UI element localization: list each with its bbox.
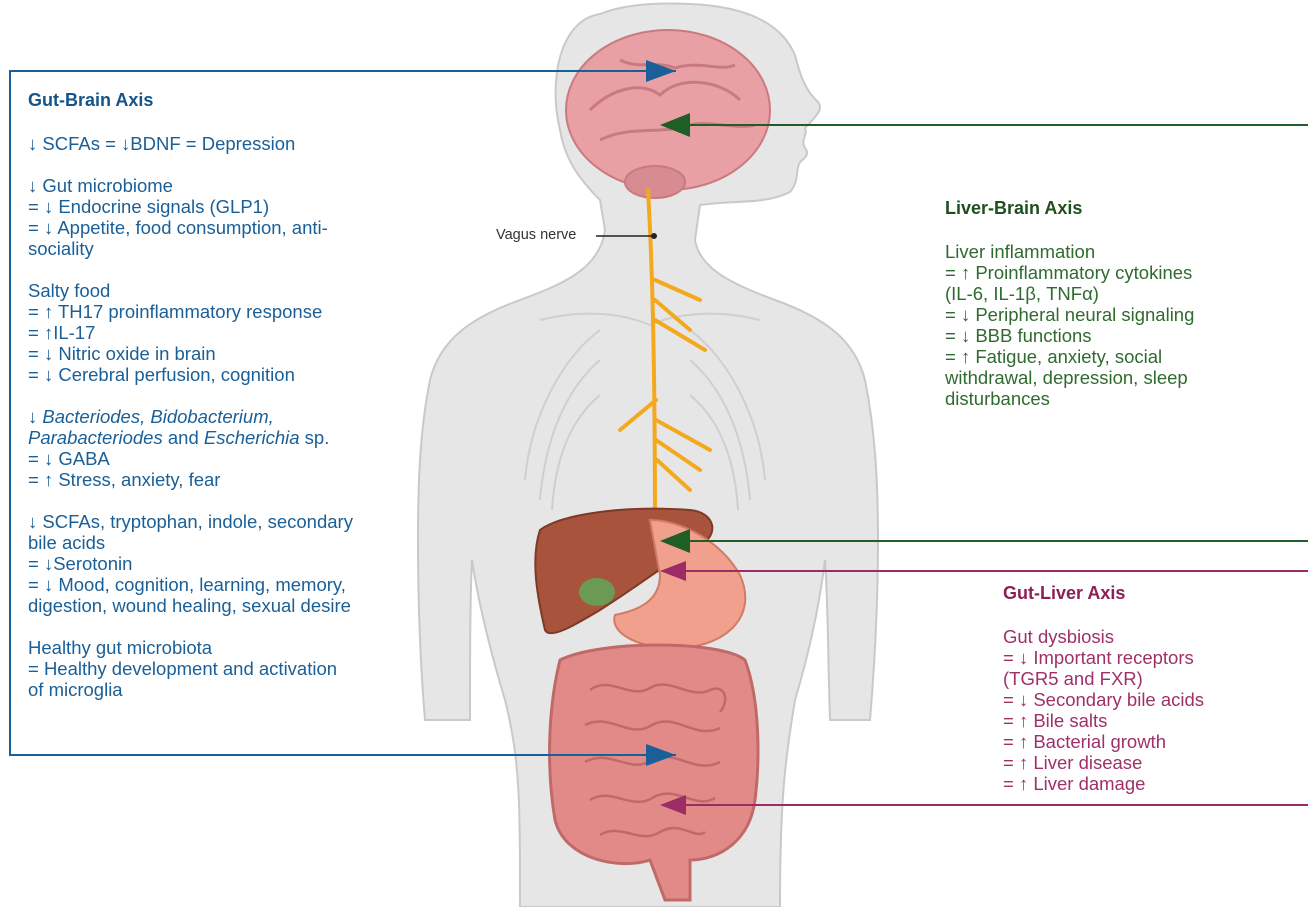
bacteria-block: ↓ Bacteriodes, Bidobacterium, Parabacter… [28, 406, 353, 490]
microbiome-block: ↓ Gut microbiome = ↓ Endocrine signals (… [28, 175, 353, 259]
gl-line: (TGR5 and FXR) [1003, 668, 1204, 689]
gb-line: bile acids [28, 532, 353, 553]
gb-line: = ↓ Endocrine signals (GLP1) [28, 196, 353, 217]
gb-line: digestion, wound healing, sexual desire [28, 595, 353, 616]
lb-line: = ↑ Proinflammatory cytokines [945, 262, 1194, 283]
gut-liver-block: Gut dysbiosis = ↓ Important receptors (T… [1003, 626, 1204, 794]
gb-line: Salty food [28, 280, 353, 301]
lb-line: withdrawal, depression, sleep [945, 367, 1194, 388]
lb-line: = ↓ Peripheral neural signaling [945, 304, 1194, 325]
liver-brain-block: Liver inflammation = ↑ Proinflammatory c… [945, 241, 1194, 409]
gl-line: = ↓ Secondary bile acids [1003, 689, 1204, 710]
gb-line: = ↓ Nitric oxide in brain [28, 343, 353, 364]
lb-line: = ↑ Fatigue, anxiety, social [945, 346, 1194, 367]
gb-line: of microglia [28, 679, 353, 700]
gb-line: ↓ Bacteriodes, Bidobacterium, [28, 406, 353, 427]
gut-liver-title: Gut-Liver Axis [1003, 583, 1204, 604]
gb-line: ↓ SCFAs = ↓BDNF = Depression [28, 133, 353, 154]
lb-line: (IL-6, IL-1β, TNFα) [945, 283, 1194, 304]
gl-line: = ↑ Bacterial growth [1003, 731, 1204, 752]
gb-line: Healthy gut microbiota [28, 637, 353, 658]
gl-line: = ↑ Bile salts [1003, 710, 1204, 731]
liver-brain-panel: Liver-Brain Axis Liver inflammation = ↑ … [945, 198, 1194, 430]
gut-brain-title: Gut-Brain Axis [28, 90, 353, 111]
gb-line: ↓ Gut microbiome [28, 175, 353, 196]
gl-line: Gut dysbiosis [1003, 626, 1204, 647]
vagus-dot [651, 233, 657, 239]
lb-line: disturbances [945, 388, 1194, 409]
gb-line: ↓ SCFAs, tryptophan, indole, secondary [28, 511, 353, 532]
salty-food-block: Salty food = ↑ TH17 proinflammatory resp… [28, 280, 353, 385]
gb-line: = ↑IL-17 [28, 322, 353, 343]
gb-line: = ↓ Mood, cognition, learning, memory, [28, 574, 353, 595]
gb-line: = ↑ TH17 proinflammatory response [28, 301, 353, 322]
gb-line: = ↑ Stress, anxiety, fear [28, 469, 353, 490]
gb-line: = ↓ Appetite, food consumption, anti- [28, 217, 353, 238]
gl-line: = ↓ Important receptors [1003, 647, 1204, 668]
gut-brain-panel: Gut-Brain Axis ↓ SCFAs = ↓BDNF = Depress… [28, 90, 353, 721]
gl-line: = ↑ Liver damage [1003, 773, 1204, 794]
liver-brain-title: Liver-Brain Axis [945, 198, 1194, 219]
gb-line: Parabacteriodes and Escherichia sp. [28, 427, 353, 448]
gb-line: = ↓ Cerebral perfusion, cognition [28, 364, 353, 385]
gb-line: = ↓ GABA [28, 448, 353, 469]
scfa-block: ↓ SCFAs = ↓BDNF = Depression [28, 133, 353, 154]
microglia-block: Healthy gut microbiota = Healthy develop… [28, 637, 353, 700]
gallbladder [579, 578, 615, 606]
vagus-nerve-label: Vagus nerve [496, 227, 576, 243]
serotonin-block: ↓ SCFAs, tryptophan, indole, secondary b… [28, 511, 353, 616]
gl-line: = ↑ Liver disease [1003, 752, 1204, 773]
gb-line: = ↓Serotonin [28, 553, 353, 574]
gut-liver-panel: Gut-Liver Axis Gut dysbiosis = ↓ Importa… [1003, 583, 1204, 815]
lb-line: Liver inflammation [945, 241, 1194, 262]
lb-line: = ↓ BBB functions [945, 325, 1194, 346]
gb-line: sociality [28, 238, 353, 259]
gb-line: = Healthy development and activation [28, 658, 353, 679]
